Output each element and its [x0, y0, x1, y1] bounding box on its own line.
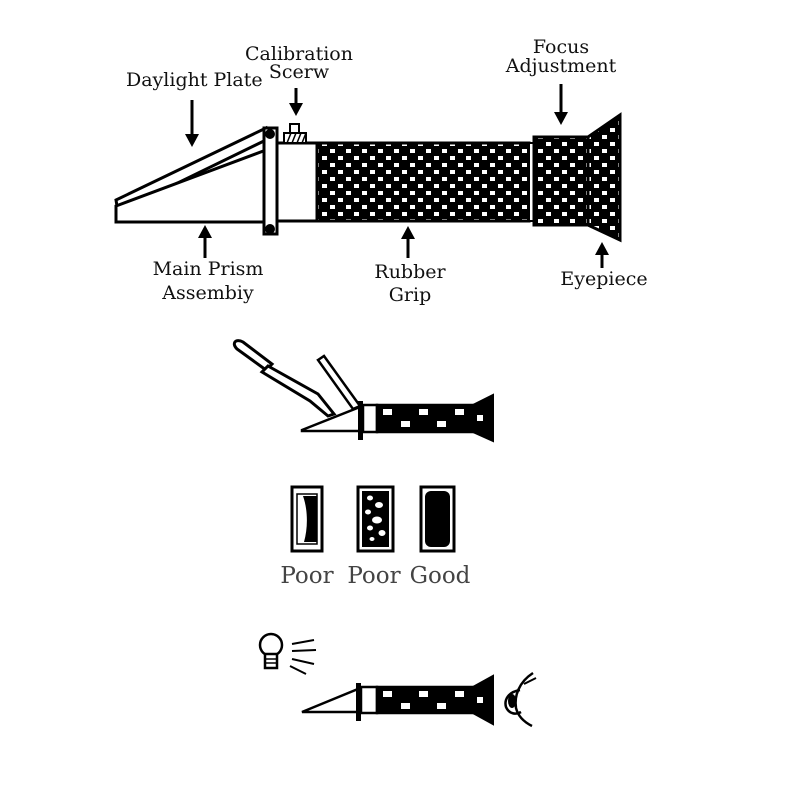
sample-view-poor-1 — [290, 485, 324, 553]
eye-icon — [504, 671, 537, 728]
label-calibration: Calibration — [245, 43, 353, 65]
eyepiece-flare — [586, 112, 622, 243]
label-main-prism: Main Prism — [153, 258, 264, 280]
sample-label-poor-2: Poor — [347, 563, 400, 589]
sample-view-poor-2 — [356, 485, 395, 553]
sample-view-good — [419, 485, 456, 553]
sample-application-figure — [232, 339, 494, 443]
label-eyepiece: Eyepiece — [560, 268, 647, 290]
main-prism — [114, 147, 268, 224]
hinge-plate — [262, 126, 279, 236]
focus-ring — [532, 135, 590, 227]
label-daylight-plate: Daylight Plate — [126, 69, 263, 91]
label-calibration-2: Scerw — [269, 61, 330, 83]
sample-label-good: Good — [410, 563, 471, 589]
viewing-figure — [258, 632, 537, 728]
dropper-icon — [232, 339, 337, 418]
label-rubber: Rubber — [374, 261, 446, 283]
label-focus: Focus — [533, 36, 589, 58]
label-main-prism-2: Assembiy — [161, 282, 254, 304]
bulb-icon — [258, 632, 317, 675]
sample-label-poor-1: Poor — [280, 563, 333, 589]
prism-housing — [275, 141, 319, 223]
sample-views: Poor Poor Good — [280, 485, 471, 589]
main-refractometer: Daylight Plate Calibration Scerw Focus A… — [114, 36, 648, 306]
label-focus-2: Adjustment — [505, 55, 617, 77]
label-rubber-2: Grip — [389, 284, 432, 306]
calibration-screw — [283, 123, 307, 144]
rubber-grip — [315, 141, 531, 223]
